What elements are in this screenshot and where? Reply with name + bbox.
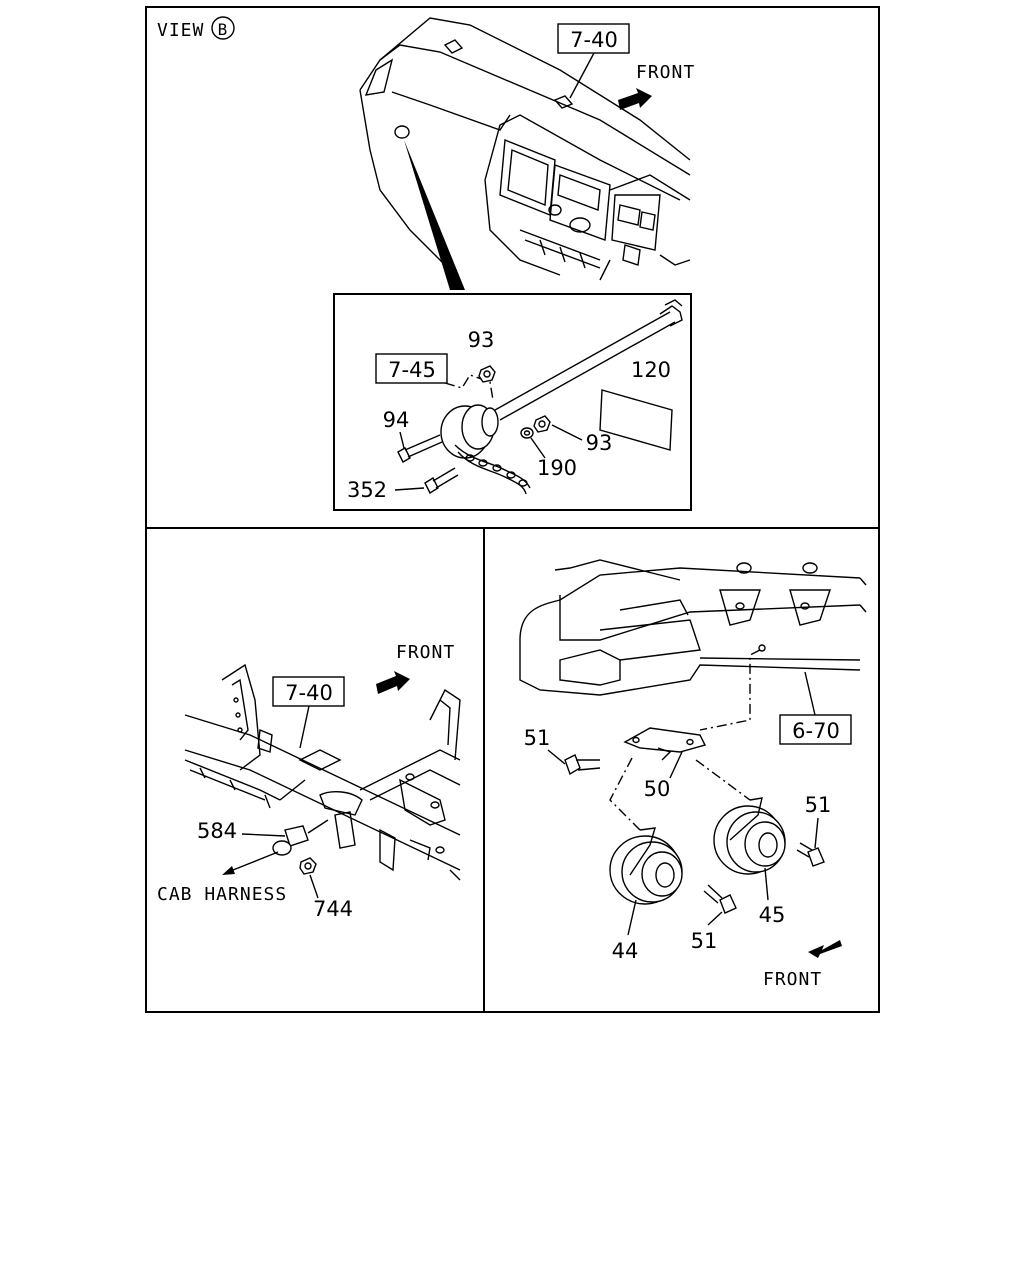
ref-box-6-70 <box>779 714 852 745</box>
part-51-left: 51 <box>524 726 551 750</box>
ref-6-70: 6-70 <box>792 719 840 743</box>
part-50: 50 <box>644 777 671 801</box>
inset-pointer <box>404 140 465 290</box>
cab-harness-arrow-shaft <box>227 851 279 873</box>
chassis-drawing <box>519 559 867 696</box>
leader-50 <box>669 751 683 779</box>
left-panel-frame <box>145 527 485 1013</box>
leader-94 <box>399 431 405 449</box>
front-label-left: FRONT <box>396 642 455 663</box>
part-744: 744 <box>313 897 353 921</box>
front-arrow-left <box>376 671 410 694</box>
ref-leader-7-40-top <box>569 52 595 99</box>
leader-51-left <box>547 749 566 765</box>
ref-leader-7-45 <box>444 374 494 401</box>
leader-352 <box>394 487 425 491</box>
ref-7-40-left: 7-40 <box>285 681 333 705</box>
part-51-bottom: 51 <box>691 929 718 953</box>
ref-7-40-top: 7-40 <box>570 28 618 52</box>
part-120: 120 <box>631 358 671 382</box>
leader-44 <box>627 899 637 936</box>
view-marker-circle <box>211 16 235 40</box>
front-arrow-right <box>808 940 842 958</box>
front-arrow-top <box>618 88 652 110</box>
part-352: 352 <box>347 478 387 502</box>
horn-bracket-drawing <box>564 649 825 914</box>
cab-harness-label: CAB HARNESS <box>157 884 287 905</box>
view-marker: B <box>218 20 229 39</box>
part-94: 94 <box>383 408 410 432</box>
leader-51-right <box>814 817 819 849</box>
view-label: VIEW <box>157 20 204 41</box>
leader-744 <box>309 874 319 899</box>
dashboard-drawing <box>359 17 691 281</box>
part-45: 45 <box>759 903 786 927</box>
part-44: 44 <box>612 939 639 963</box>
part-93-top: 93 <box>468 328 495 352</box>
ref-7-45: 7-45 <box>388 358 436 382</box>
ref-leader-6-70 <box>804 671 816 716</box>
ref-box-7-45 <box>375 353 448 384</box>
cab-harness-arrow-head <box>222 866 235 875</box>
leader-190 <box>530 437 546 459</box>
leader-93-right <box>551 424 583 441</box>
horn-assembly-inset <box>397 299 683 495</box>
part-584: 584 <box>197 819 237 843</box>
right-panel-frame <box>483 527 880 1013</box>
inset-frame <box>333 293 692 511</box>
ref-leader-7-40-left <box>299 705 310 749</box>
front-label-top: FRONT <box>636 62 695 83</box>
top-panel-frame <box>145 6 880 529</box>
part-93-right: 93 <box>586 431 613 455</box>
front-label-right: FRONT <box>763 969 822 990</box>
leader-45 <box>764 867 769 901</box>
leader-584 <box>241 833 286 837</box>
leader-51-bottom <box>707 911 723 926</box>
part-51-right: 51 <box>805 793 832 817</box>
cab-frame-drawing <box>184 663 461 881</box>
part-190: 190 <box>537 456 577 480</box>
